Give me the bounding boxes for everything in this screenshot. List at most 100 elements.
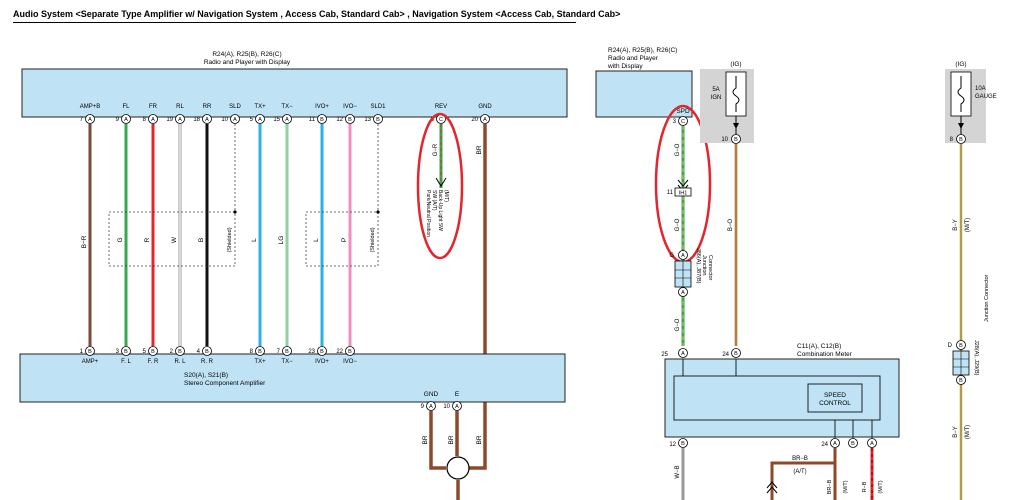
pin-circle (345, 346, 355, 356)
pin-name: FR (149, 104, 158, 110)
top-pin-7: TX−A15 (273, 104, 293, 124)
page-title: Audio System <Separate Type Amplifier w/… (13, 9, 621, 19)
pin-circle (345, 114, 355, 124)
svg-text:A: A (681, 290, 685, 296)
svg-text:BR: BR (448, 435, 455, 444)
pin-circle (255, 114, 265, 124)
rev-destination-note: Park/Neutral Position SW (A/T) Back-Up L… (425, 190, 449, 237)
pin-circle (175, 114, 185, 124)
pin-name: F. R (148, 359, 159, 365)
pin-number: 19 (166, 117, 173, 123)
svg-text:24: 24 (722, 352, 729, 358)
bottom-pin-4: R. RB4 (197, 346, 214, 365)
pin-name: IVO− (343, 359, 357, 365)
pin-connector: B (320, 349, 324, 355)
pin-name: GND (478, 104, 492, 110)
pin-connector: A (124, 117, 128, 123)
pin-name: TX− (281, 104, 293, 110)
pin-circle (175, 346, 185, 356)
svg-text:(M/T): (M/T) (843, 480, 849, 493)
label-wire-amp: B−R (81, 235, 88, 248)
pin-spd (678, 116, 688, 126)
svg-text:10A: 10A (975, 86, 986, 92)
svg-text:G−O: G−O (675, 218, 681, 231)
bottom-pin-6: TX−B7 (277, 346, 293, 365)
pin-amp-gnd (426, 401, 436, 411)
svg-text:GND: GND (424, 391, 439, 398)
svg-text:9: 9 (421, 404, 425, 410)
pin-circle (282, 114, 292, 124)
shield-box-2 (305, 124, 379, 267)
svg-text:A: A (681, 253, 685, 259)
pin-number: 5 (250, 117, 254, 123)
bottom-pin-7: IVO+B23 (308, 346, 329, 365)
pin-connector: A (151, 117, 155, 123)
svg-text:W−B: W−B (675, 465, 681, 478)
amplifier-code: S20(A), S21(B) (184, 372, 228, 379)
pin-name: TX+ (254, 359, 266, 365)
radio-left-pins: AMP+BA7FLA9FRA8RLA19RRA18SLDA10TX+A5TX−A… (80, 104, 492, 124)
svg-text:BR−B: BR−B (792, 456, 808, 462)
svg-text:A: A (870, 441, 874, 447)
top-pin-6: TX+A5 (250, 104, 266, 124)
svg-text:10: 10 (721, 137, 728, 143)
pin-number: 7 (80, 117, 84, 123)
pin-number: 5 (143, 349, 147, 355)
bottom-pin-1: F. LB3 (116, 346, 131, 365)
svg-text:B: B (959, 343, 963, 349)
svg-text:Connector: Connector (707, 255, 713, 281)
pin-connector: B (151, 349, 155, 355)
svg-text:24: 24 (821, 442, 828, 448)
meter-code: C11(A), C12(B) (797, 343, 841, 350)
label-shielded-1: (Shielded) (227, 227, 233, 252)
amplifier-panel (19, 353, 566, 403)
inline-connector-ih1 (674, 187, 692, 197)
spd-label: SPD (676, 108, 690, 115)
svg-text:3: 3 (673, 119, 677, 125)
svg-text:(M/T): (M/T) (965, 218, 971, 232)
pin-name: IVO+ (315, 359, 329, 365)
svg-text:E: E (455, 391, 460, 398)
label-wire-tx1: L (251, 238, 258, 242)
pin-number: 1 (80, 349, 84, 355)
bottom-pin-0: AMP+B1 (80, 346, 99, 365)
pin-number: 10 (221, 117, 228, 123)
svg-text:B: B (734, 351, 738, 357)
highlight-rev (416, 112, 464, 260)
svg-text:5A: 5A (712, 87, 719, 93)
combination-meter-panel (664, 358, 900, 438)
pin-number: 2 (170, 349, 174, 355)
pin-circle (121, 346, 131, 356)
svg-text:(M/T): (M/T) (878, 480, 884, 493)
pin-name: RL (176, 104, 184, 110)
bottom-pin-5: TX+B8 (250, 346, 266, 365)
svg-text:GAUGE: GAUGE (975, 94, 997, 100)
pin-name: SLD (229, 104, 241, 110)
amplifier-name: Stereo Component Amplifier (184, 380, 266, 387)
pin-connector: A (178, 117, 182, 123)
pin-circle (85, 114, 95, 124)
svg-text:(IG): (IG) (955, 61, 966, 68)
pin-name: FL (122, 104, 130, 110)
svg-text:B−Y: B−Y (953, 219, 959, 231)
label-wire-gnd: BR (476, 145, 483, 154)
svg-text:IGN: IGN (711, 95, 722, 101)
label-wire-ivo2: P (341, 238, 348, 242)
pin-number: 18 (193, 117, 200, 123)
pin-name: AMP+B (80, 104, 101, 110)
junction-connector-1-label: J86(A), J87(B) Junction Connector (695, 248, 713, 284)
svg-text:10: 10 (443, 404, 450, 410)
svg-text:G−O: G−O (675, 143, 681, 156)
pin-name: R. L (174, 359, 186, 365)
pin-number: 8 (250, 349, 254, 355)
meter-name: Combination Meter (797, 351, 853, 358)
top-pin-9: IVO−B12 (336, 104, 357, 124)
svg-text:BR: BR (422, 435, 429, 444)
svg-text:Park/Neutral Position: Park/Neutral Position (425, 190, 431, 237)
pin-circle (148, 346, 158, 356)
